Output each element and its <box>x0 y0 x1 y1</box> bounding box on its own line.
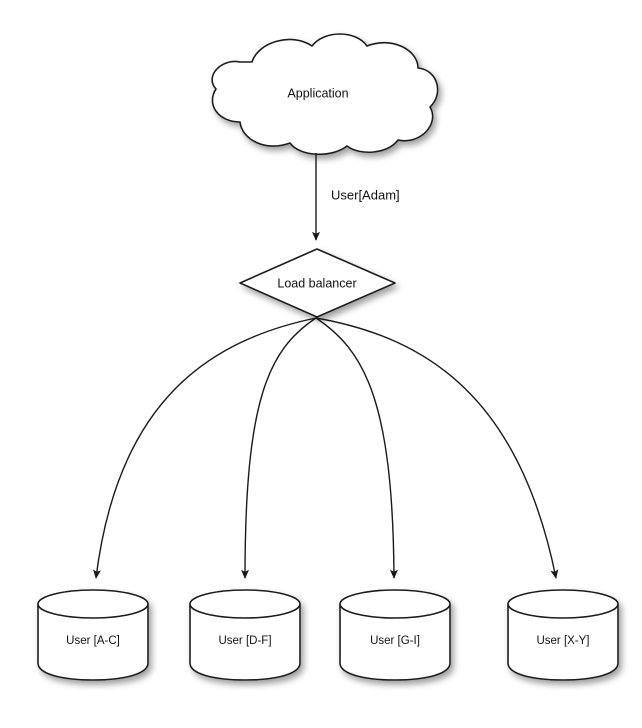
edge-balancer-to-db-4 <box>315 317 559 579</box>
cylinder-top <box>507 589 619 619</box>
edge-balancer-to-db-1 <box>93 317 317 579</box>
cylinder-top <box>339 589 451 619</box>
node-database-3[interactable] <box>339 589 451 681</box>
node-database-4[interactable] <box>507 589 619 681</box>
edge-balancer-to-db-3 <box>315 317 398 579</box>
node-database-1[interactable] <box>37 589 149 681</box>
cylinder-top <box>189 589 301 619</box>
node-database-2[interactable] <box>189 589 301 681</box>
cylinder-top <box>37 589 149 619</box>
cylinder-body <box>37 604 149 681</box>
database-label-2: User [D-F] <box>218 635 271 647</box>
database-label-4: User [X-Y] <box>536 635 589 647</box>
node-load-balancer[interactable] <box>239 248 396 318</box>
edge-label-user-adam: User[Adam] <box>331 187 400 202</box>
cloud-shape <box>211 33 439 156</box>
load-balancer-label: Load balancer <box>277 276 356 290</box>
cylinder-body <box>507 604 619 681</box>
cylinder-body <box>189 604 301 681</box>
node-application[interactable] <box>211 33 439 156</box>
edge-balancer-to-db-2 <box>240 317 317 579</box>
diamond-shape <box>239 248 396 318</box>
cloud-label: Application <box>287 86 348 100</box>
database-label-1: User [A-C] <box>66 635 120 647</box>
database-label-3: User [G-I] <box>370 635 420 647</box>
cylinder-body <box>339 604 451 681</box>
